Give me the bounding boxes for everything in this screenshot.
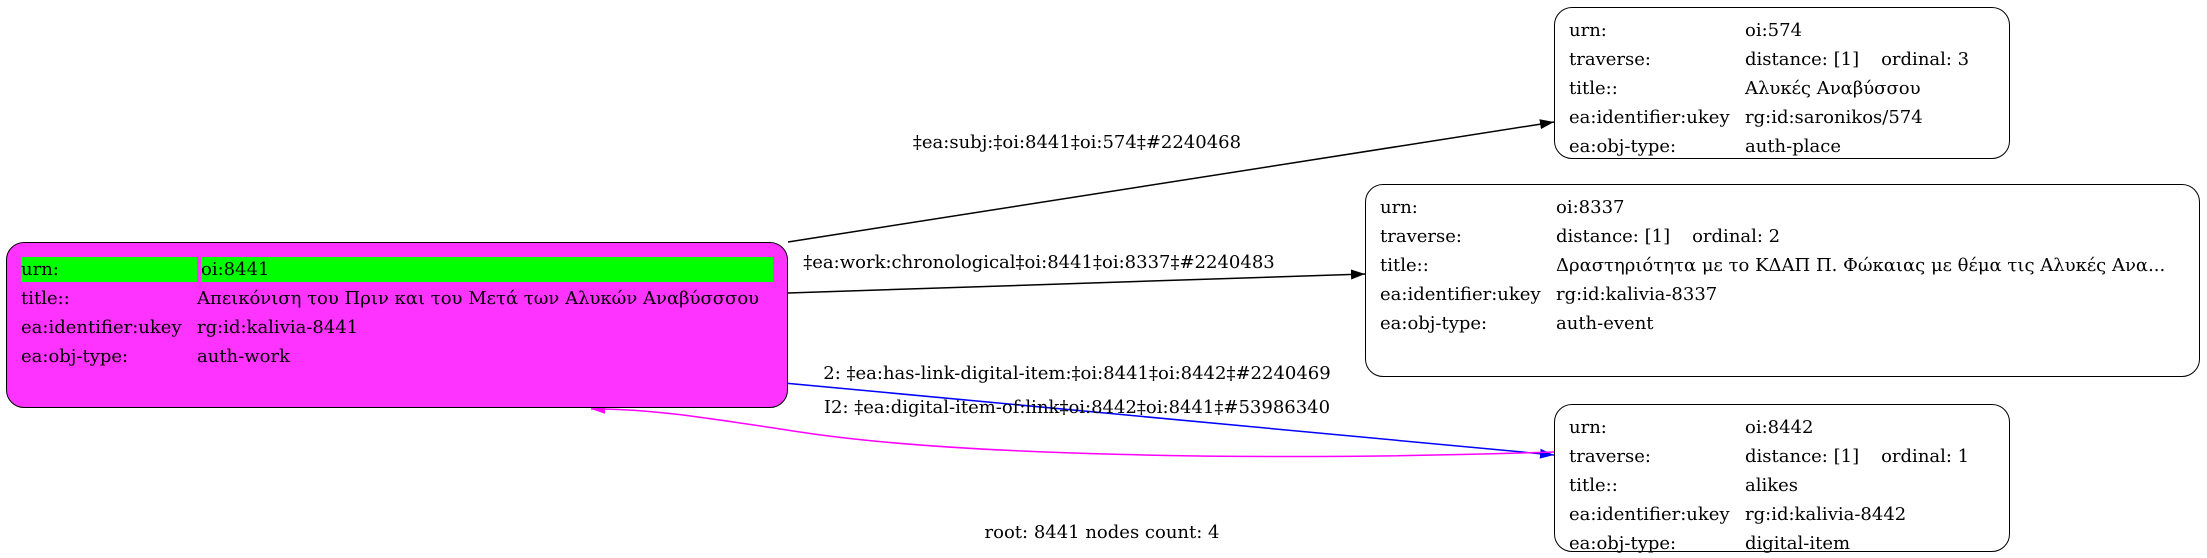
graph-footer: root: 8441 nodes count: 4 bbox=[984, 522, 1220, 543]
key: ea:obj-type: bbox=[1569, 533, 1677, 554]
row-title: title::Αλυκές Αναβύσσου bbox=[1569, 74, 1995, 103]
key: ea:identifier:ukey bbox=[1569, 504, 1730, 525]
key: title:: bbox=[1569, 475, 1618, 496]
edge-8441-8442[interactable] bbox=[751, 379, 1555, 459]
value: rg:id:kalivia-8441 bbox=[197, 317, 359, 338]
key: ea:identifier:ukey bbox=[21, 317, 182, 338]
value: alikes bbox=[1745, 475, 1799, 496]
row-urn: urn: oi:574 bbox=[1569, 16, 1995, 45]
row-urn: urn: oi:8442 bbox=[1569, 413, 1995, 442]
distance: distance: [1] bbox=[1745, 446, 1860, 467]
key: urn: bbox=[1569, 417, 1607, 438]
value: oi:8441 bbox=[201, 257, 773, 282]
ordinal: ordinal: 1 bbox=[1881, 446, 1970, 467]
key: urn: bbox=[21, 257, 197, 282]
row-urn: urn: oi:8337 bbox=[1380, 193, 2185, 222]
node-574[interactable]: urn: oi:574 traverse: distance: [1] ordinal… bbox=[1554, 7, 2010, 159]
value: Απεικόνιση του Πριν και του Μετά των Αλυ… bbox=[197, 288, 760, 309]
row-type: ea:obj-type: auth-event bbox=[1380, 309, 2185, 338]
value: auth-event bbox=[1556, 313, 1654, 334]
value: auth-place bbox=[1745, 136, 1841, 157]
ordinal: ordinal: 2 bbox=[1692, 226, 1781, 247]
row-traverse: traverse: distance: [1] ordinal: 2 bbox=[1380, 222, 2185, 251]
edge-label-subj: ‡ea:subj:‡oi:8441‡oi:574‡#2240468 bbox=[912, 132, 1242, 153]
key: ea:identifier:ukey bbox=[1380, 284, 1541, 305]
value: Αλυκές Αναβύσσου bbox=[1745, 78, 1921, 99]
row-type: ea:obj-type: auth-work bbox=[21, 342, 773, 371]
row-ukey: ea:identifier:ukey rg:id:saronikos/574 bbox=[1569, 103, 1995, 132]
edge-8442-8441[interactable] bbox=[590, 403, 1555, 458]
value: rg:id:kalivia-8442 bbox=[1745, 504, 1907, 525]
key: ea:identifier:ukey bbox=[1569, 107, 1730, 128]
value: auth-work bbox=[197, 346, 290, 367]
key: traverse: bbox=[1380, 226, 1462, 247]
row-title: title::Απεικόνιση του Πριν και του Μετά … bbox=[21, 284, 773, 313]
row-title: title::alikes bbox=[1569, 471, 1995, 500]
key: urn: bbox=[1380, 197, 1418, 218]
row-ukey: ea:identifier:ukey rg:id:kalivia-8442 bbox=[1569, 500, 1995, 529]
edge-label-chronological: ‡ea:work:chronological‡oi:8441‡oi:8337‡#… bbox=[803, 252, 1275, 273]
edge-8441-574[interactable] bbox=[787, 119, 1555, 243]
value: oi:574 bbox=[1745, 20, 1803, 41]
row-title: title::Δραστηριότητα με το ΚΔΑΠ Π. Φώκαι… bbox=[1380, 251, 2185, 280]
key: title:: bbox=[1569, 78, 1618, 99]
key: traverse: bbox=[1569, 49, 1651, 70]
row-ukey: ea:identifier:ukey rg:id:kalivia-8441 bbox=[21, 313, 773, 342]
row-urn: urn:oi:8441 bbox=[21, 255, 773, 284]
edge-label-has-link: 2: ‡ea:has-link-digital-item:‡oi:8441‡oi… bbox=[823, 363, 1331, 384]
ordinal: ordinal: 3 bbox=[1881, 49, 1970, 70]
row-type: ea:obj-type: digital-item bbox=[1569, 529, 1995, 558]
edge-label-digital-item-of: I2: ‡ea:digital-item-of:link‡oi:8442‡oi:… bbox=[823, 397, 1331, 418]
key: urn: bbox=[1569, 20, 1607, 41]
row-ukey: ea:identifier:ukey rg:id:kalivia-8337 bbox=[1380, 280, 2185, 309]
value: oi:8337 bbox=[1556, 197, 1625, 218]
distance: distance: [1] bbox=[1745, 49, 1860, 70]
key: ea:obj-type: bbox=[1569, 136, 1677, 157]
node-8441[interactable]: urn:oi:8441 title::Απεικόνιση του Πριν κ… bbox=[6, 242, 788, 408]
value: Δραστηριότητα με το ΚΔΑΠ Π. Φώκαιας με θ… bbox=[1556, 255, 2166, 276]
value: oi:8442 bbox=[1745, 417, 1814, 438]
value: rg:id:kalivia-8337 bbox=[1556, 284, 1718, 305]
distance: distance: [1] bbox=[1556, 226, 1671, 247]
row-traverse: traverse: distance: [1] ordinal: 3 bbox=[1569, 45, 1995, 74]
key: traverse: bbox=[1569, 446, 1651, 467]
key: ea:obj-type: bbox=[1380, 313, 1488, 334]
edge-8441-8337[interactable] bbox=[787, 269, 1366, 294]
row-traverse: traverse: distance: [1] ordinal: 1 bbox=[1569, 442, 1995, 471]
key: ea:obj-type: bbox=[21, 346, 129, 367]
value: digital-item bbox=[1745, 533, 1851, 554]
value: rg:id:saronikos/574 bbox=[1745, 107, 1923, 128]
key: title:: bbox=[21, 288, 70, 309]
key: title:: bbox=[1380, 255, 1429, 276]
node-8337[interactable]: urn: oi:8337 traverse: distance: [1] ordina… bbox=[1365, 184, 2200, 377]
node-8442[interactable]: urn: oi:8442 traverse: distance: [1] ordina… bbox=[1554, 404, 2010, 554]
row-type: ea:obj-type: auth-place bbox=[1569, 132, 1995, 161]
